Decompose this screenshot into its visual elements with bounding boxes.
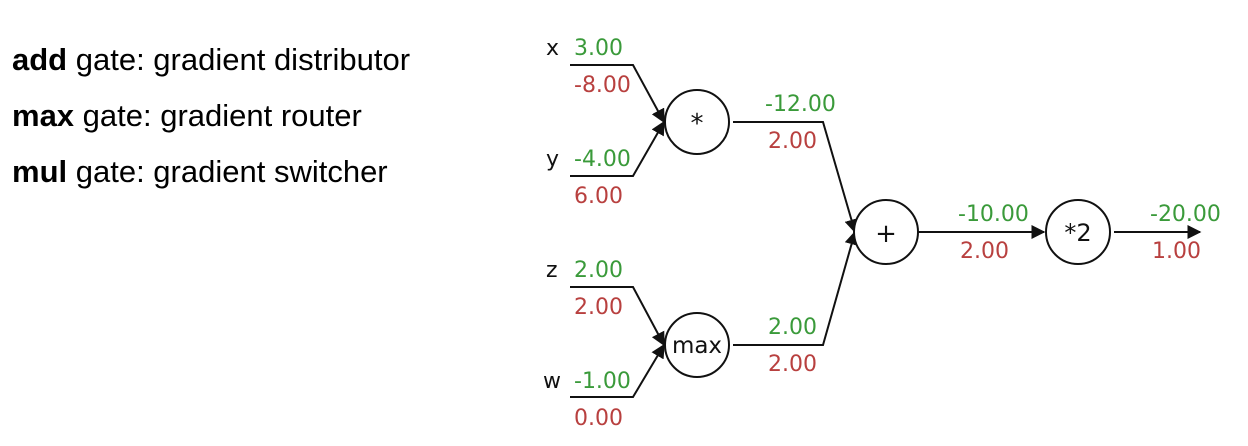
wire-y-to-mul: [570, 120, 665, 177]
input-x-name: x: [546, 36, 559, 61]
input-x-grad: -8.00: [574, 73, 631, 98]
add-gate-grad: 2.00: [960, 239, 1009, 264]
times2-gate-node: [1045, 199, 1111, 265]
max-gate-grad: 2.00: [768, 352, 817, 377]
add-gate-node: [853, 199, 919, 265]
mul-gate-value: -12.00: [765, 92, 836, 117]
times2-gate-grad: 1.00: [1152, 239, 1201, 264]
input-w-grad: 0.00: [574, 406, 623, 431]
max-gate-label: max: [672, 333, 722, 359]
legend-max: max gate: gradient router: [12, 88, 410, 144]
input-y-name: y: [546, 147, 559, 172]
input-z-grad: 2.00: [574, 295, 623, 320]
times2-gate-label: *2: [1064, 219, 1091, 247]
input-y-value: -4.00: [574, 147, 631, 172]
wire-x-to-mul: [570, 64, 665, 124]
times2-gate-value: -20.00: [1150, 202, 1221, 227]
legend-add-desc: gate: gradient distributor: [67, 42, 411, 77]
input-z-value: 2.00: [574, 258, 623, 283]
mul-gate-label: *: [691, 109, 704, 139]
legend-add-gate: add: [12, 42, 68, 77]
input-y-grad: 6.00: [574, 184, 623, 209]
legend-add: add gate: gradient distributor: [12, 32, 410, 88]
input-x-value: 3.00: [574, 36, 623, 61]
legend-max-gate: max: [12, 98, 75, 133]
legend-mul-desc: gate: gradient switcher: [67, 154, 388, 189]
gate-legend: add gate: gradient distributor max gate:…: [12, 32, 410, 200]
wire-max-to-add: [733, 230, 859, 346]
legend-mul-gate: mul: [12, 154, 68, 189]
wire-mul-to-add: [733, 121, 859, 234]
mul-gate-grad: 2.00: [768, 129, 817, 154]
input-z-name: z: [546, 258, 558, 283]
input-w-value: -1.00: [574, 369, 631, 394]
max-gate-node: [664, 312, 730, 378]
add-gate-label: +: [875, 219, 897, 249]
max-gate-value: 2.00: [768, 315, 817, 340]
legend-mul: mul gate: gradient switcher: [12, 144, 410, 200]
wire-w-to-max: [570, 343, 665, 398]
input-w-name: w: [543, 369, 561, 394]
legend-max-desc: gate: gradient router: [74, 98, 362, 133]
mul-gate-node: [664, 89, 730, 155]
wire-z-to-max: [570, 286, 665, 347]
add-gate-value: -10.00: [958, 202, 1029, 227]
